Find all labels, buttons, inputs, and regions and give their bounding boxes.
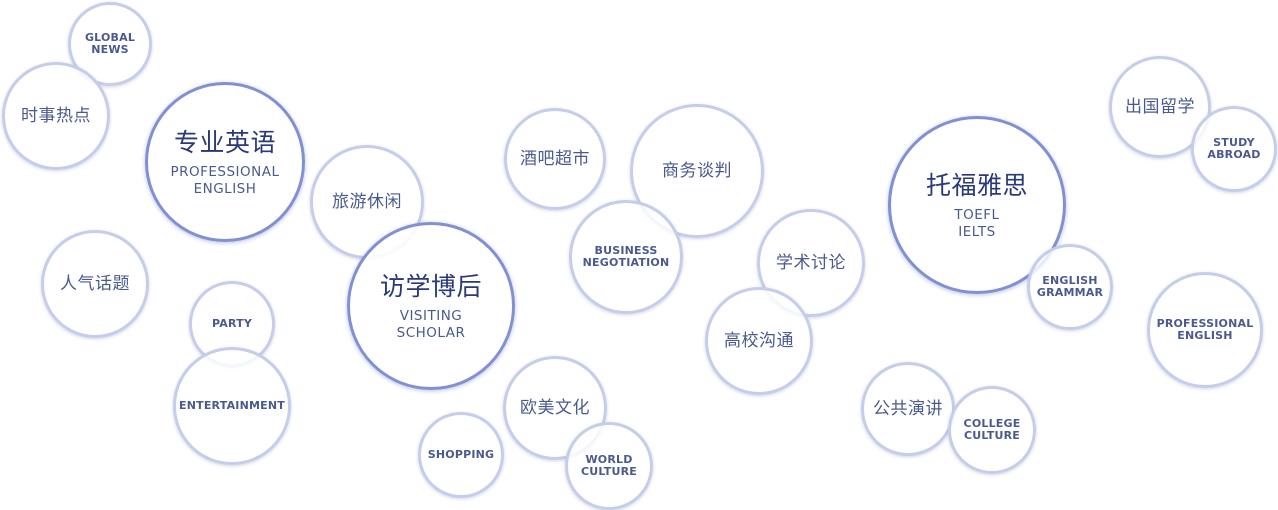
bubble-label: PARTY (211, 317, 252, 331)
bubble-label: 时事热点 (21, 105, 91, 126)
bubble-label: 出国留学 (1125, 96, 1195, 117)
bubble-title: 专业英语 (173, 128, 276, 158)
bubble-label: ENGLISH GRAMMAR (1036, 274, 1104, 299)
bubble-visiting-scholar[interactable]: 访学博后 VISITING SCHOLAR (347, 222, 515, 390)
bubble-entertainment[interactable]: ENTERTAINMENT (173, 347, 291, 465)
bubble-label: 高校沟通 (724, 330, 794, 351)
bubble-label: GLOBAL NEWS (84, 31, 136, 56)
bubble-label: COLLEGE CULTURE (963, 417, 1021, 442)
bubble-subtitle: VISITING SCHOLAR (396, 308, 466, 341)
bubble-study-abroad-zh[interactable]: 出国留学 (1109, 56, 1211, 158)
bubble-label: 酒吧超市 (520, 148, 590, 169)
bubble-label: PROFESSIONAL ENGLISH (1156, 317, 1254, 342)
bubble-shopping[interactable]: SHOPPING (418, 412, 504, 498)
bubble-bar-supermarket[interactable]: 酒吧超市 (504, 108, 606, 210)
bubble-label: WORLD CULTURE (580, 453, 637, 478)
bubble-label: 商务谈判 (662, 160, 732, 181)
bubble-label: ENTERTAINMENT (179, 399, 285, 413)
bubble-title: 访学博后 (379, 272, 482, 302)
bubble-english-grammar[interactable]: ENGLISH GRAMMAR (1027, 244, 1113, 330)
bubble-label: 人气话题 (60, 273, 130, 294)
bubble-subtitle: TOEFL IELTS (954, 207, 1000, 240)
bubble-professional-english-side[interactable]: PROFESSIONAL ENGLISH (1147, 272, 1263, 388)
bubble-public-speaking[interactable]: 公共演讲 (861, 362, 955, 456)
bubble-college-culture[interactable]: COLLEGE CULTURE (948, 386, 1036, 474)
bubble-label: STUDY ABROAD (1207, 136, 1261, 161)
bubble-label: 欧美文化 (520, 397, 590, 418)
bubble-world-culture[interactable]: WORLD CULTURE (565, 422, 653, 510)
bubble-business-negotiation-en[interactable]: BUSINESS NEGOTIATION (569, 200, 683, 314)
bubble-label: 学术讨论 (776, 252, 846, 273)
bubble-label: 旅游休闲 (332, 191, 402, 212)
bubble-title: 托福雅思 (925, 171, 1028, 201)
bubble-popular-topics[interactable]: 人气话题 (41, 230, 149, 338)
bubble-professional-english[interactable]: 专业英语 PROFESSIONAL ENGLISH (145, 82, 305, 242)
bubble-label: 公共演讲 (873, 398, 943, 419)
bubble-subtitle: PROFESSIONAL ENGLISH (170, 164, 280, 197)
bubble-study-abroad-en[interactable]: STUDY ABROAD (1191, 106, 1277, 192)
bubble-academic-discussion[interactable]: 学术讨论 (757, 209, 865, 317)
bubble-label: SHOPPING (427, 448, 495, 462)
bubble-label: BUSINESS NEGOTIATION (582, 244, 670, 269)
bubble-current-affairs[interactable]: 时事热点 (2, 62, 110, 170)
bubble-campus-communication[interactable]: 高校沟通 (705, 287, 813, 395)
